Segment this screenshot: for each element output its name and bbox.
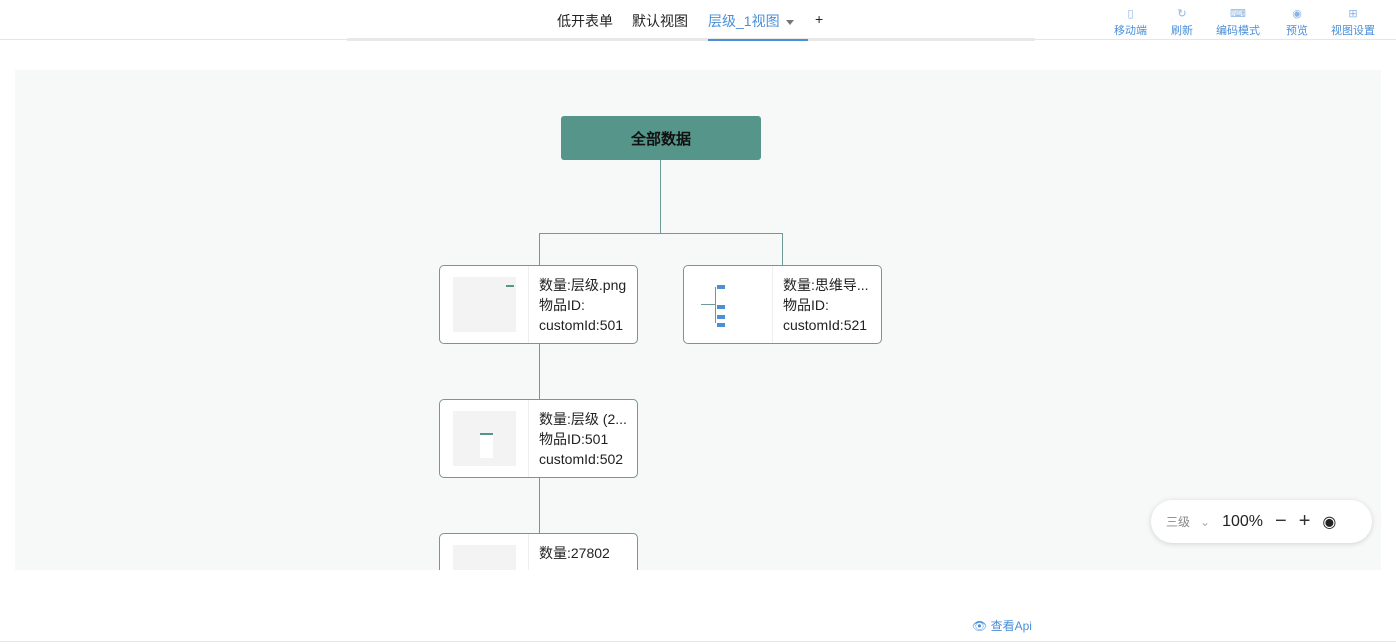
grid-icon: ⊞ bbox=[1348, 8, 1358, 20]
refresh-icon: ↻ bbox=[1177, 8, 1187, 20]
zoom-percent: 100% bbox=[1222, 512, 1263, 530]
mobile-icon: ▯ bbox=[1127, 8, 1134, 20]
node-text: 物品ID: bbox=[539, 297, 585, 313]
eye-icon: 👁︎ bbox=[972, 619, 991, 633]
tool-label: 刷新 bbox=[1171, 25, 1193, 37]
hierarchy-canvas[interactable]: 全部数据 数量:层级.png 物品ID: customId:501 数量:思维导..… bbox=[15, 70, 1381, 570]
node-text: 数量:层级 (2... bbox=[539, 411, 627, 427]
tab-label: 层级_1视图 bbox=[708, 13, 780, 29]
thumbnail bbox=[684, 266, 773, 343]
node-text: 物品ID: bbox=[783, 297, 829, 313]
caret-down-icon[interactable] bbox=[785, 19, 794, 25]
node-text: 物品ID:501 bbox=[539, 431, 609, 447]
preview-button[interactable]: ◉ 预览 bbox=[1286, 7, 1308, 38]
connector bbox=[539, 233, 540, 265]
refresh-button[interactable]: ↻ 刷新 bbox=[1171, 7, 1193, 38]
level-select[interactable]: 三级 bbox=[1166, 515, 1191, 529]
mobile-button[interactable]: ▯ 移动端 bbox=[1114, 7, 1147, 38]
tool-label: 视图设置 bbox=[1331, 25, 1375, 37]
tool-label: 编码模式 bbox=[1216, 25, 1260, 37]
tool-label: 预览 bbox=[1286, 25, 1308, 37]
chevron-down-icon[interactable]: ⌄ bbox=[1200, 514, 1211, 529]
root-node[interactable]: 全部数据 bbox=[561, 116, 761, 160]
thumbnail bbox=[440, 534, 529, 570]
node-text: 数量:27802 bbox=[539, 545, 610, 561]
tab-bar-track bbox=[347, 38, 1035, 41]
preview-icon: ◉ bbox=[1292, 8, 1302, 20]
tree-node[interactable]: 数量:层级.png 物品ID: customId:501 bbox=[439, 265, 638, 344]
tree-node[interactable]: 数量:层级 (2... 物品ID:501 customId:502 bbox=[439, 399, 638, 478]
node-text: customId:521 bbox=[783, 317, 868, 333]
node-text: customId:502 bbox=[539, 451, 624, 467]
thumbnail bbox=[440, 266, 529, 343]
tab-default-view[interactable]: 默认视图 bbox=[632, 13, 688, 29]
connector bbox=[539, 478, 540, 533]
zoom-in-button[interactable]: + bbox=[1298, 510, 1311, 532]
tab-low-code-form[interactable]: 低开表单 bbox=[557, 13, 613, 29]
view-api-link[interactable]: 👁︎ 查看Api bbox=[972, 617, 1032, 634]
eye-icon[interactable]: ◉ bbox=[1322, 513, 1337, 531]
add-tab-button[interactable]: + bbox=[815, 11, 824, 27]
footer-divider bbox=[0, 641, 1396, 642]
code-icon: ⌨ bbox=[1230, 8, 1246, 20]
tab-hierarchy-view[interactable]: 层级_1视图 bbox=[708, 11, 808, 41]
tree-node[interactable]: 数量:思维导... 物品ID: customId:521 bbox=[683, 265, 882, 344]
zoom-out-button[interactable]: − bbox=[1275, 510, 1287, 532]
connector bbox=[539, 233, 783, 234]
thumbnail bbox=[440, 400, 529, 477]
tool-label: 移动端 bbox=[1114, 25, 1147, 37]
connector bbox=[782, 233, 783, 265]
connector bbox=[539, 344, 540, 399]
connector bbox=[660, 160, 661, 233]
node-text: 数量:层级.png bbox=[539, 277, 627, 293]
tree-node[interactable]: 数量:27802 bbox=[439, 533, 638, 570]
node-text: 数量:思维导... bbox=[783, 277, 869, 293]
zoom-controls: 三级 ⌄ 100% − + ◉ bbox=[1151, 500, 1372, 543]
api-link-label: 查看Api bbox=[990, 619, 1032, 633]
view-settings-button[interactable]: ⊞ 视图设置 bbox=[1331, 7, 1375, 38]
node-text: customId:501 bbox=[539, 317, 624, 333]
code-mode-button[interactable]: ⌨ 编码模式 bbox=[1216, 7, 1260, 38]
